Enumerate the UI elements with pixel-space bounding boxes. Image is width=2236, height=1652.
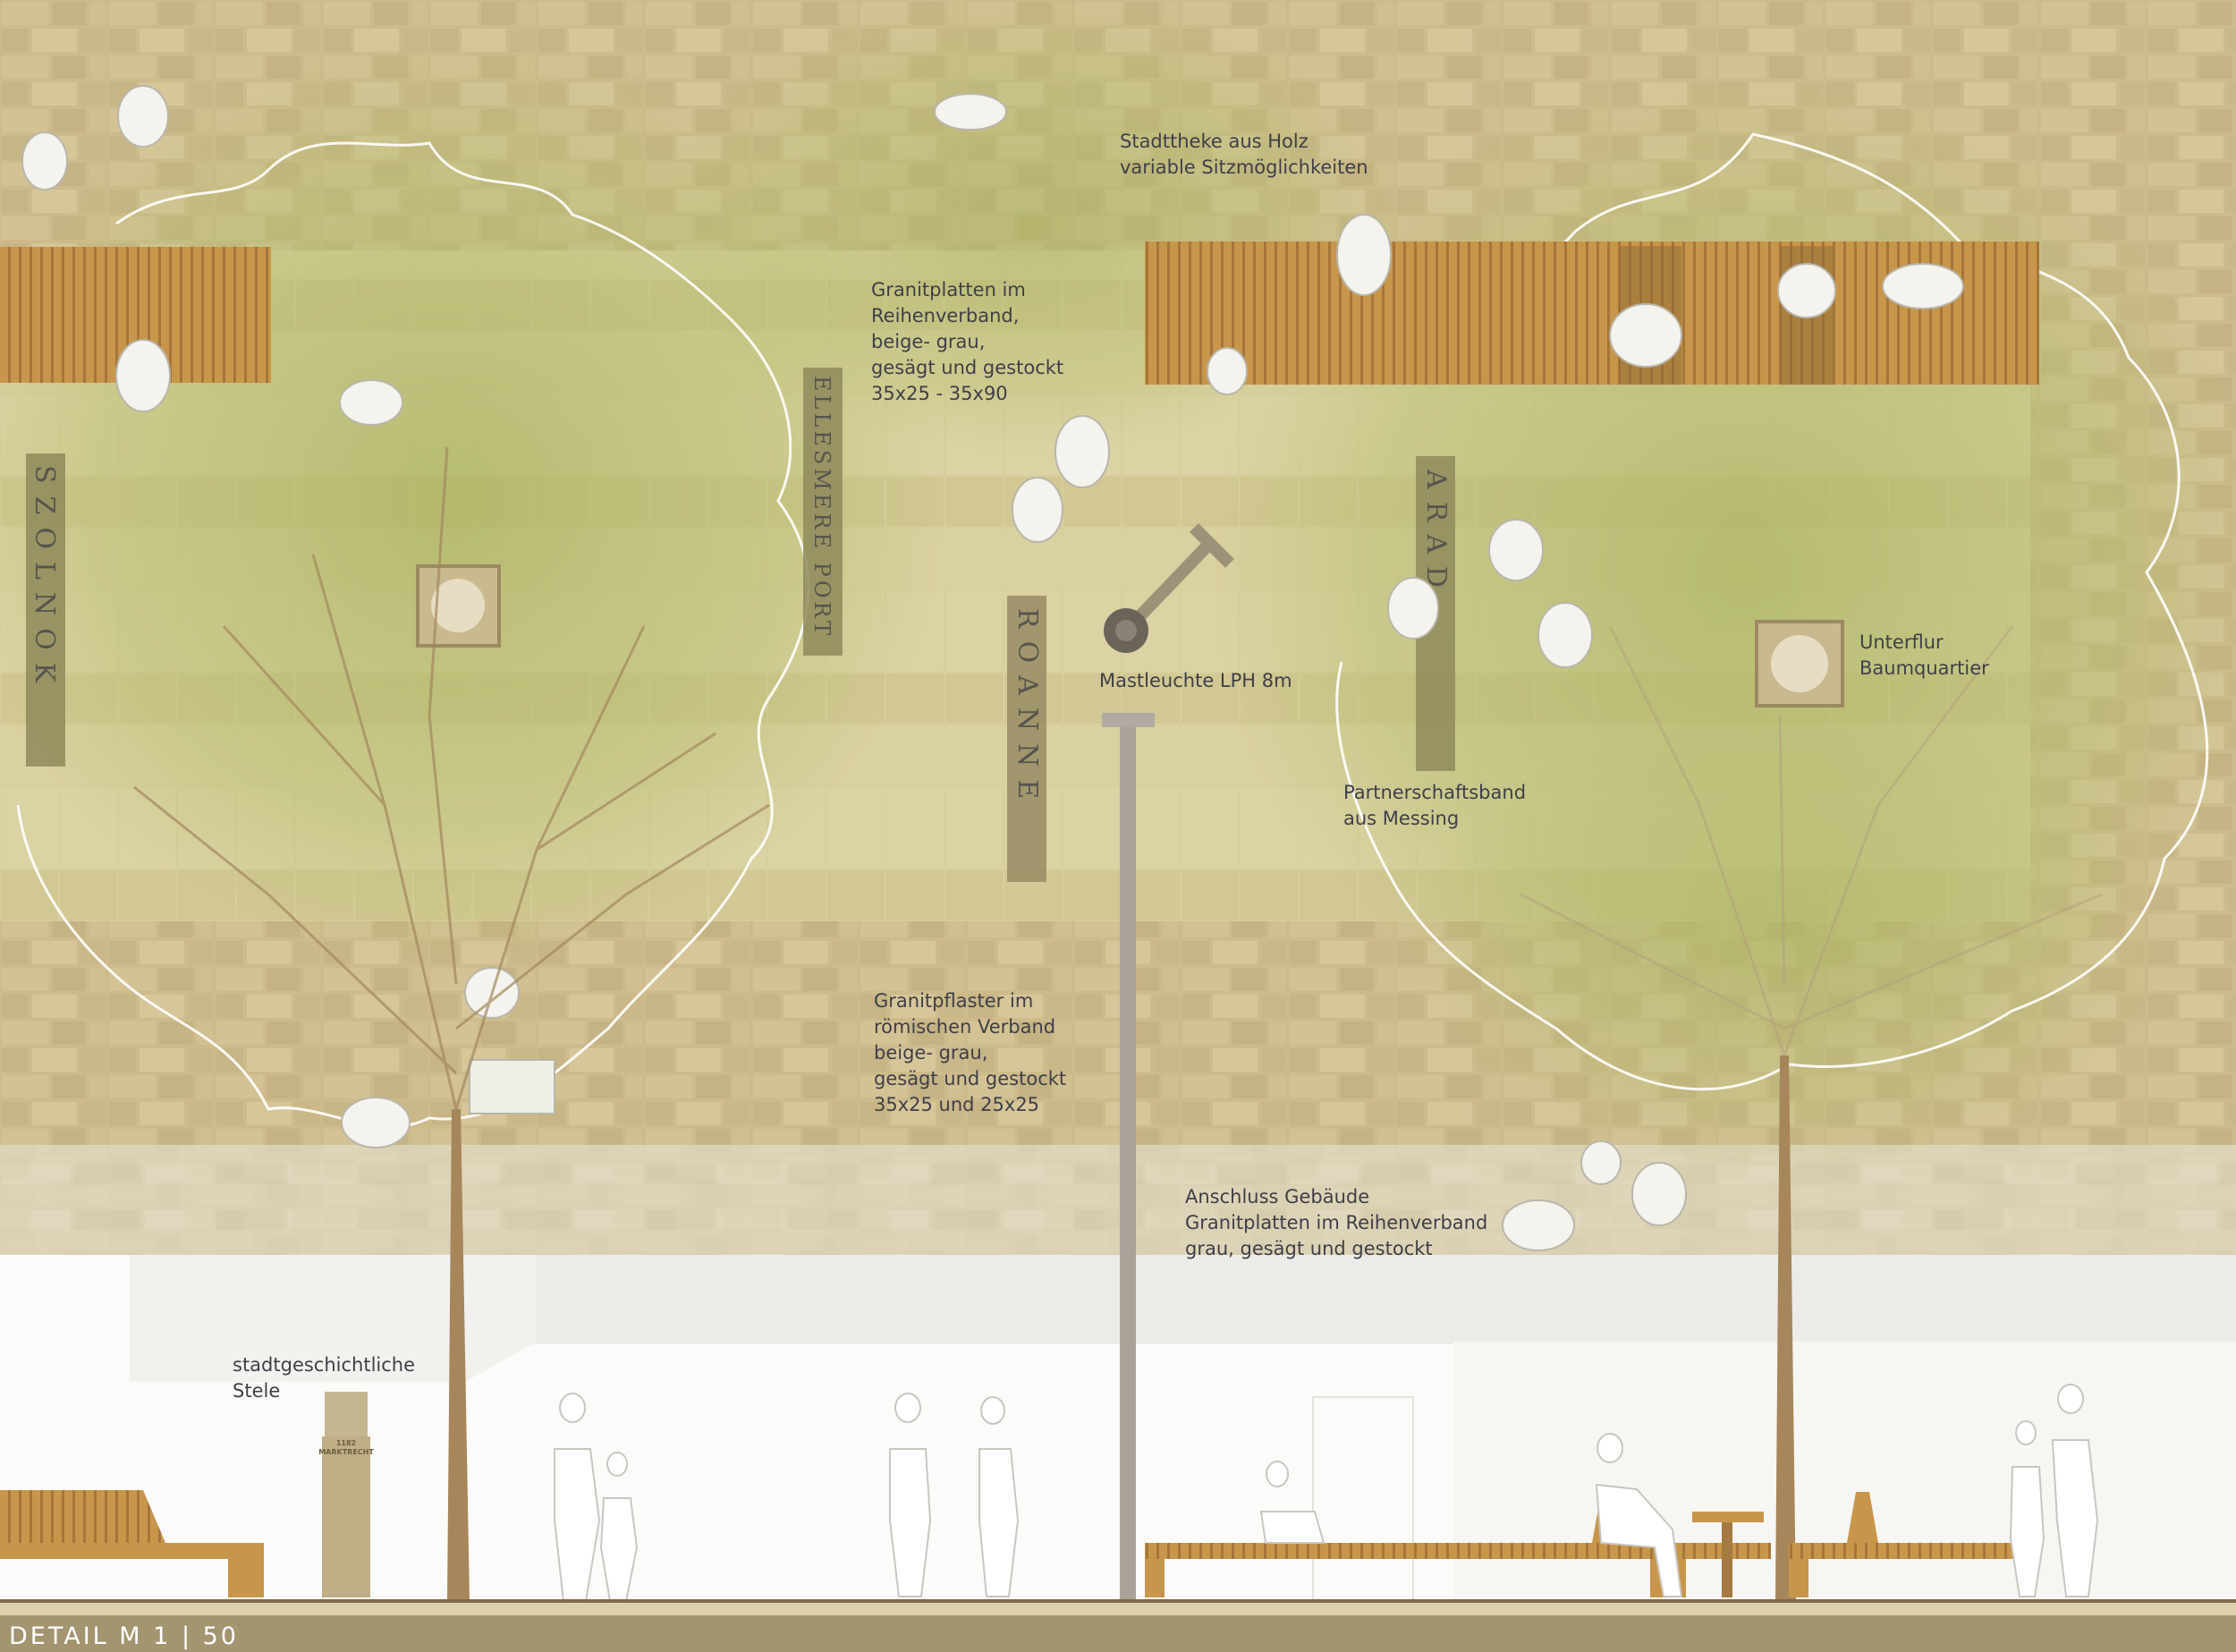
svg-text:stadtgeschichtliche: stadtgeschichtliche — [233, 1354, 415, 1376]
footer-band — [0, 1615, 2236, 1652]
svg-text:Unterflur: Unterflur — [1859, 631, 1944, 653]
svg-text:Granitpflaster im: Granitpflaster im — [874, 990, 1033, 1012]
svg-text:Stadttheke aus Holz: Stadttheke aus Holz — [1120, 131, 1309, 152]
svg-text:Baumquartier: Baumquartier — [1859, 657, 1989, 679]
partner-band-ellesmere-port: ELLESMERE PORT — [803, 368, 843, 656]
svg-text:SZOLNOK: SZOLNOK — [29, 465, 60, 695]
svg-text:Anschluss Gebäude: Anschluss Gebäude — [1185, 1186, 1369, 1207]
stele-elevation: 1182 MARKTRECHT — [318, 1392, 374, 1597]
svg-text:ROANNE: ROANNE — [1012, 608, 1043, 811]
label-partnerschaftsband: Partnerschaftsband aus Messing — [1343, 782, 1526, 829]
label-mastleuchte: Mastleuchte LPH 8m — [1099, 670, 1292, 691]
bench-elevation-left — [0, 1490, 264, 1597]
label-granitpflaster: Granitpflaster im römischen Verband beig… — [874, 990, 1066, 1115]
svg-text:Granitplatten im Reihenverband: Granitplatten im Reihenverband — [1185, 1212, 1487, 1233]
label-stele: stadtgeschichtliche Stele — [233, 1354, 415, 1402]
ground-line — [0, 1599, 2236, 1603]
svg-text:Granitplatten im: Granitplatten im — [871, 279, 1026, 301]
tree-crown-lower — [1404, 707, 2173, 1172]
partner-band-szolnok: SZOLNOK — [26, 453, 65, 767]
svg-text:ARAD: ARAD — [1420, 469, 1452, 600]
mast-light-plan — [1104, 523, 1234, 653]
svg-text:Stele: Stele — [233, 1380, 280, 1402]
building-elevation-block — [130, 1255, 537, 1382]
tree-grate-right — [1755, 620, 1844, 707]
partner-band-roanne: ROANNE — [1007, 596, 1046, 882]
wooden-counter-right — [1145, 241, 2039, 385]
people-elevation — [554, 1384, 2099, 1602]
svg-text:35x25 - 35x90: 35x25 - 35x90 — [871, 383, 1008, 404]
svg-text:variable Sitzmöglichkeiten: variable Sitzmöglichkeiten — [1120, 157, 1368, 178]
bench-elevation-right — [1789, 1492, 2032, 1597]
tree-elevation-right — [1520, 625, 2103, 1601]
svg-text:beige- grau,: beige- grau, — [871, 331, 985, 352]
svg-text:Reihenverband,: Reihenverband, — [871, 305, 1019, 326]
label-baumquartier: Unterflur Baumquartier — [1859, 631, 1989, 679]
drawing-title: DETAIL M 1 | 50 — [9, 1622, 239, 1650]
label-granitplatten: Granitplatten im Reihenverband, beige- g… — [871, 279, 1063, 404]
svg-text:aus Messing: aus Messing — [1343, 808, 1459, 829]
svg-text:1182: 1182 — [336, 1439, 356, 1447]
svg-text:beige- grau,: beige- grau, — [874, 1042, 987, 1063]
building-elevation-block — [1453, 1342, 2236, 1601]
crown-outlines — [16, 132, 2209, 1129]
svg-text:römischen Verband: römischen Verband — [874, 1016, 1055, 1038]
label-anschluss: Anschluss Gebäude Granitplatten im Reihe… — [1185, 1186, 1487, 1259]
svg-text:grau, gesägt und gestockt: grau, gesägt und gestockt — [1185, 1238, 1433, 1259]
svg-text:35x25 und 25x25: 35x25 und 25x25 — [874, 1094, 1039, 1115]
people-plan — [21, 85, 1964, 1251]
svg-text:Partnerschaftsband: Partnerschaftsband — [1343, 782, 1526, 803]
mast-light-elevation — [1102, 713, 1155, 1599]
tree-elevation-left — [133, 446, 770, 1601]
svg-text:gesägt und gestockt: gesägt und gestockt — [874, 1068, 1066, 1089]
svg-text:ELLESMERE PORT: ELLESMERE PORT — [809, 376, 834, 639]
label-stadttheke: Stadttheke aus Holz variable Sitzmöglich… — [1120, 131, 1368, 178]
svg-text:gesägt und gestockt: gesägt und gestockt — [871, 357, 1063, 378]
ground-paving-section — [0, 1603, 2236, 1615]
svg-text:MARKTRECHT: MARKTRECHT — [318, 1448, 374, 1456]
tree-grate-left — [416, 564, 501, 648]
